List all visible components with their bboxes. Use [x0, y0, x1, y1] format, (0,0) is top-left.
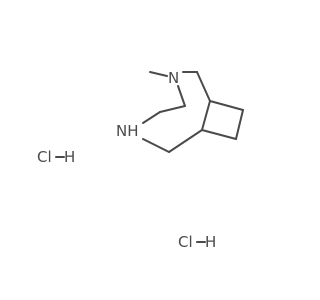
salt-2-cl: Cl: [178, 233, 193, 251]
bond-ch2-ch2-right: [235, 109, 244, 140]
bond-ch2-bridgehead-bottom-left: [168, 129, 203, 153]
salt-1: Cl H: [37, 148, 75, 166]
bond-bridgehead-top-ch2: [209, 100, 244, 111]
atom-label-n-methyl: N: [168, 69, 179, 87]
bond-bridgehead-ch2-left-top: [159, 105, 186, 113]
bond-n-bridgehead-left: [177, 85, 186, 107]
structure-diagram: N NH Cl H Cl H: [37, 69, 244, 251]
bond-nh-ch2-bottom: [142, 138, 170, 153]
bond-methyl-n: [149, 71, 168, 77]
salt-1-cl: Cl: [37, 148, 52, 166]
bond-bridgehead-top-bottom: [201, 100, 211, 131]
salt-2-h: H: [205, 233, 216, 251]
bond-ch2-nh-top: [142, 111, 161, 124]
bond-ch2-bridgehead-top: [196, 71, 211, 102]
atom-label-nh: NH: [116, 122, 139, 140]
skeleton-bonds: [142, 71, 244, 153]
salt-1-h: H: [64, 148, 75, 166]
bond-ch2-bridgehead-bottom: [201, 129, 237, 140]
salt-2: Cl H: [178, 233, 216, 251]
